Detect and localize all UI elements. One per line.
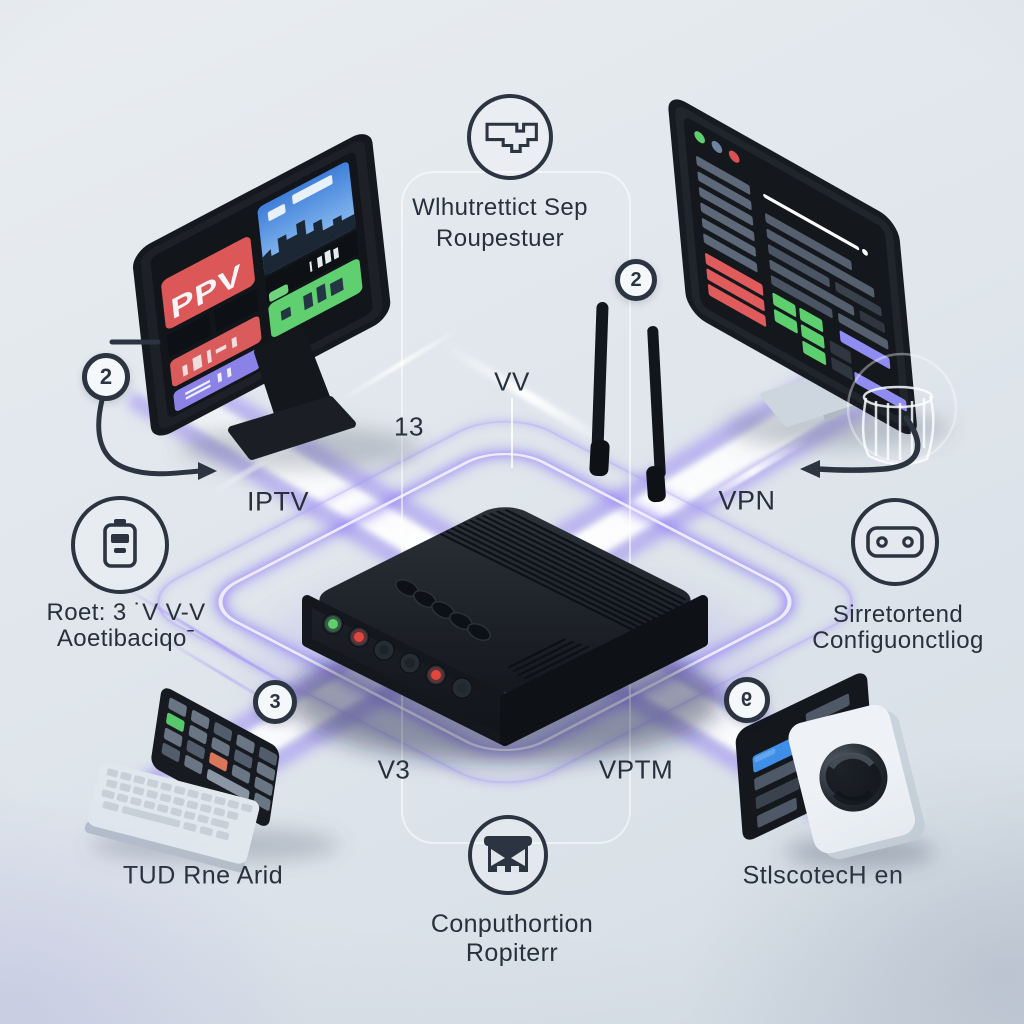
tv-tile-green: [268, 259, 363, 337]
laptop-key-panel: [151, 688, 280, 826]
mini-laptop: [84, 688, 280, 873]
top-callout-text: Wlhutrettict Sep Roupestuer: [412, 192, 588, 254]
tv-tile-dark: [214, 288, 259, 333]
label-13: 13: [394, 411, 424, 442]
terminal-main-bars: [763, 193, 907, 412]
traffic-dot-blue: [711, 140, 723, 154]
plug-blue-bar: [752, 736, 799, 773]
battery-icon: [103, 519, 137, 568]
outlet-icon: [866, 526, 924, 558]
bottom-callout-circle: [468, 815, 548, 895]
right-callout-line1: Sirretortend: [832, 601, 964, 628]
step-badge-bottom-left: 3: [253, 680, 297, 724]
right-callout-line2: Configuonctliog: [812, 627, 984, 654]
bottom-callout-line1: Conputhortion: [430, 910, 594, 938]
tv-icon-glyphs: [309, 247, 340, 273]
step-badge-bottom-right: 9: [724, 677, 770, 723]
tv-tile-red: [170, 316, 262, 387]
pixel-connector-icon: [485, 122, 538, 153]
left-callout-circle: [71, 496, 169, 594]
router-top-buttons: [395, 578, 491, 642]
router-front-right-face: [500, 595, 708, 746]
laptop-keyboard-base: [84, 762, 260, 873]
iptv-arrowhead: [198, 462, 217, 480]
top-callout-line1: Wlhutrettict Sep: [412, 194, 588, 221]
iptv-tv: PPV: [132, 134, 391, 460]
router-vents: [439, 509, 687, 679]
step-badge-left: 2: [82, 353, 130, 401]
iptv-curved-arrow: [96, 397, 203, 477]
right-callout-text: Sirretortend Configuonctliog: [812, 602, 983, 654]
plug-dial-device: [788, 704, 925, 860]
plug-caption: StlscotecH en: [742, 861, 904, 890]
tv-red-glyphs: [182, 336, 238, 377]
bottom-callout-text: Conputhortion Ropiterr: [431, 910, 593, 968]
top-callout-line2: Roupestuer: [435, 225, 565, 252]
label-vpn: VPN: [718, 485, 776, 516]
laptop-caption: TUD Rne Arid: [122, 861, 284, 890]
router-top-face: [319, 507, 691, 693]
tv-skyline-window: [267, 204, 286, 221]
tv-green-glyphs: [280, 277, 344, 321]
vpn-terminal-monitor: [668, 99, 958, 466]
left-callout-line2: Aoetibaciqoˉ: [56, 625, 196, 652]
tv-tile-dark: [166, 313, 211, 358]
bottom-callout-line2: Ropiterr: [465, 939, 559, 967]
tv-tile-ppv: [161, 237, 255, 329]
vpn-curved-arrow: [815, 415, 921, 473]
tv-green-chip: [268, 284, 289, 302]
vpn-arrowhead: [800, 460, 820, 478]
left-callout-line1: Roet: 3 ˙V V-V: [46, 599, 206, 626]
right-callout-circle: [851, 498, 939, 586]
tv-stand-base: [228, 396, 356, 460]
tv-skyline-silhouette: [262, 214, 356, 276]
tv-purple-glyphs: [185, 367, 232, 400]
label-vptm: VPTM: [598, 754, 674, 785]
smart-plug: [735, 673, 925, 860]
tv-tile-purple: [173, 349, 261, 411]
traffic-dot-green: [694, 131, 705, 144]
top-callout-circle: [467, 94, 553, 180]
router-status-leds: [322, 613, 473, 699]
plug-blue-highlight: [754, 748, 776, 763]
laptop-panel-keys: [161, 697, 278, 811]
laptop-base-keys: [101, 768, 253, 841]
traffic-dot-red: [728, 150, 740, 163]
router-antennas: [589, 302, 666, 503]
wifi-router: [302, 302, 708, 746]
label-v3: V3: [377, 754, 411, 785]
label-iptv: IPTV: [246, 486, 310, 517]
label-vv: VV: [494, 366, 530, 397]
connectors: [96, 339, 921, 480]
tv-skyline-window: [292, 175, 333, 205]
left-callout-text: Roet: 3 ˙V V-V Aoetibaciqoˉ: [47, 600, 206, 652]
storefront-icon: [484, 836, 532, 873]
terminal-left-bars: [696, 156, 767, 327]
step-badge-top: 2: [615, 259, 657, 301]
